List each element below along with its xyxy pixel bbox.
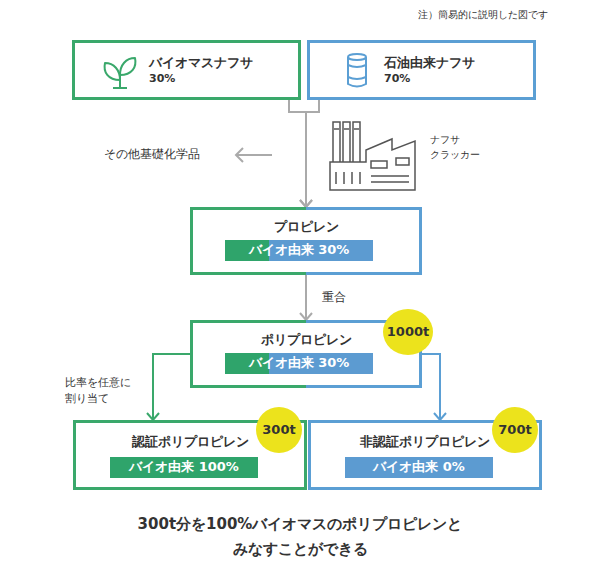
flow-connector: [300, 275, 312, 320]
naphtha-box: 石油由来ナフサ70%: [307, 40, 536, 100]
connector-line: [289, 100, 306, 207]
callout-circle: 1000t: [383, 309, 433, 355]
byproduct-arrow: [236, 148, 272, 162]
equipment-label: ナフサ クラッカー: [430, 133, 490, 162]
node-title: バイオ由来 100%: [129, 459, 239, 476]
node-title: バイオマスナフサ: [149, 54, 298, 72]
product-box: 非認証ポリプロピレンバイオ由来 0%700t: [308, 420, 542, 490]
node-title: 石油由来ナフサ: [384, 54, 533, 72]
ratio-bar: バイオ由来 30%: [225, 240, 373, 261]
naphtha-cracker: [330, 122, 415, 190]
flow-connector: [289, 100, 312, 207]
product-box: 認証ポリプロピレンバイオ由来 100%300t: [73, 420, 307, 490]
arrow-head: [300, 313, 312, 320]
node-value: 30%: [149, 71, 298, 86]
naphtha-box: バイオマスナフサ30%: [72, 40, 301, 100]
ratio-bar: バイオ由来 30%: [225, 353, 373, 374]
flow-connector: [422, 354, 446, 420]
node-title: 700t: [498, 422, 531, 439]
callout-circle: 300t: [256, 407, 302, 453]
connector-line: [305, 275, 307, 320]
caption-wrap: 300t分を100%バイオマスのポリプロピレンと みなすことができる: [0, 512, 600, 562]
edge-label: 重合: [320, 289, 348, 306]
ratio-bar: バイオ由来 0%: [345, 457, 493, 478]
flow-connector: [300, 100, 319, 207]
byproduct-label: その他基礎化学品: [104, 146, 200, 163]
arrow-head: [434, 413, 446, 420]
product-box: プロピレンバイオ由来 30%: [190, 207, 422, 275]
arrow-head: [147, 413, 159, 420]
connector-line: [306, 100, 319, 207]
edge-label: 比率を任意に 割り当て: [63, 375, 145, 407]
node-title: バイオ由来 30%: [249, 355, 350, 372]
flow-connector: [147, 354, 190, 420]
node-title: 1000t: [387, 324, 429, 341]
callout-circle: 700t: [492, 407, 538, 453]
node-title: 300t: [262, 422, 295, 439]
connector-line: [422, 354, 440, 420]
arrow-head: [300, 200, 312, 207]
caption: 300t分を100%バイオマスのポリプロピレンと みなすことができる: [90, 512, 510, 562]
drum-icon: [348, 54, 366, 87]
node-title: プロピレン: [193, 219, 419, 236]
node-value: 70%: [384, 71, 533, 86]
product-box: ポリプロピレンバイオ由来 30%1000t: [190, 320, 422, 388]
node-title: バイオ由来 0%: [373, 459, 465, 476]
ratio-bar: バイオ由来 100%: [110, 457, 258, 478]
note: 注）簡易的に説明した図です: [418, 8, 548, 22]
connector-line: [153, 354, 190, 420]
node-title: バイオ由来 30%: [249, 242, 350, 259]
leaf-icon: [105, 58, 136, 88]
